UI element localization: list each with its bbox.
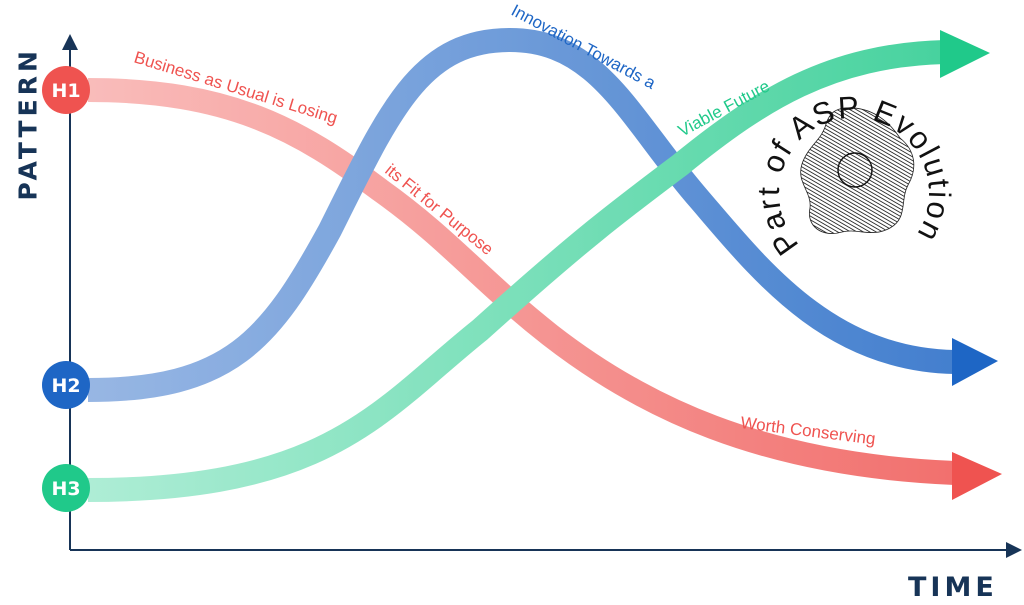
- h1-arrowhead-icon: [952, 452, 1002, 500]
- hatched-blob-icon: [800, 107, 915, 234]
- x-axis-arrow-icon: [1006, 542, 1022, 558]
- x-axis-title: TIME: [908, 572, 998, 603]
- badge-h3: H3: [42, 464, 90, 512]
- badge-h1-label: H1: [51, 80, 80, 102]
- h3-arrowhead-icon: [940, 30, 990, 78]
- badge-h2: H2: [42, 361, 90, 409]
- y-axis-title: PATTERN: [13, 47, 43, 201]
- badge-h1: H1: [42, 66, 90, 114]
- badge-h3-label: H3: [51, 478, 80, 500]
- stamp-ring-icon: [837, 152, 873, 188]
- h1-curve: [87, 78, 956, 485]
- h3-curve: [87, 40, 946, 502]
- badge-h2-label: H2: [51, 375, 80, 397]
- curves: [87, 27, 956, 502]
- asp-evolution-stamp: Part of ASP Evolution: [751, 89, 955, 261]
- y-axis-arrow-icon: [62, 34, 78, 50]
- h2-curve: [87, 27, 956, 402]
- arrowheads: [940, 30, 1002, 500]
- h2-arrowhead-icon: [952, 338, 998, 386]
